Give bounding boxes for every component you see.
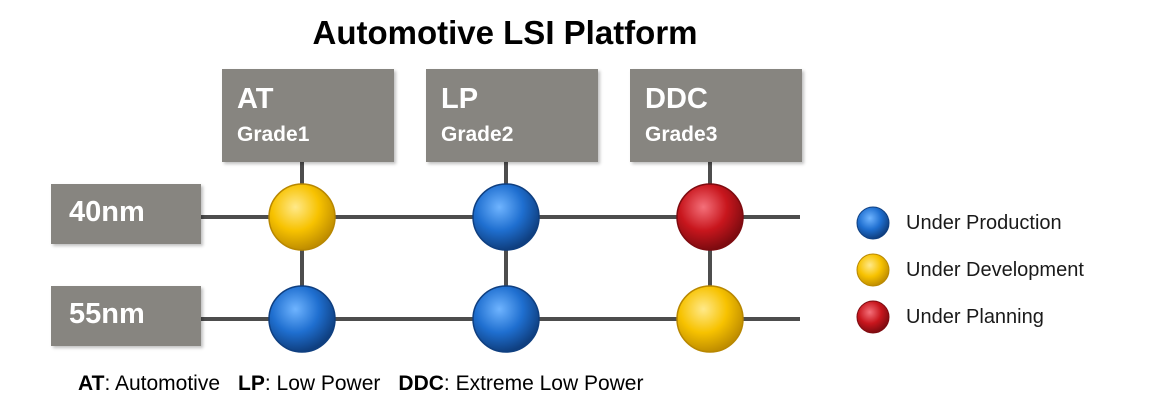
diagram-title: Automotive LSI Platform (312, 14, 698, 51)
legend-label: Under Production (906, 212, 1062, 234)
legend-label: Under Planning (906, 306, 1044, 328)
column-box-at: AT Grade1 (222, 69, 394, 162)
column-box-lp: LP Grade2 (426, 69, 598, 162)
column-box-ddc: DDC Grade3 (630, 69, 802, 162)
row-box-40nm: 40nm (51, 184, 201, 244)
abbr-at: AT (78, 372, 105, 395)
legend-dot (856, 300, 890, 334)
legend-dot (856, 253, 890, 287)
column-name: LP (441, 83, 479, 115)
node-55nm-at (268, 285, 336, 353)
node-55nm-lp (472, 285, 540, 353)
node-40nm-lp (472, 183, 540, 251)
node-55nm-ddc (676, 285, 744, 353)
abbr-lp: LP (238, 372, 265, 395)
column-name: DDC (645, 83, 708, 115)
legend-label: Under Development (906, 259, 1084, 281)
column-grade: Grade3 (645, 123, 718, 146)
row-box-55nm: 55nm (51, 286, 201, 346)
abbr-at-desc: : Automotive (104, 372, 220, 395)
abbr-ddc: DDC (398, 372, 444, 395)
abbr-ddc-desc: : Extreme Low Power (443, 372, 644, 395)
column-grade: Grade1 (237, 123, 310, 146)
legend-dot (856, 206, 890, 240)
node-40nm-at (268, 183, 336, 251)
abbr-lp-desc: : Low Power (264, 372, 381, 395)
abbreviation-key: AT: Automotive LP: Low Power DDC: Extreme … (78, 372, 643, 396)
column-name: AT (237, 83, 274, 115)
node-40nm-ddc (676, 183, 744, 251)
column-grade: Grade2 (441, 123, 514, 146)
